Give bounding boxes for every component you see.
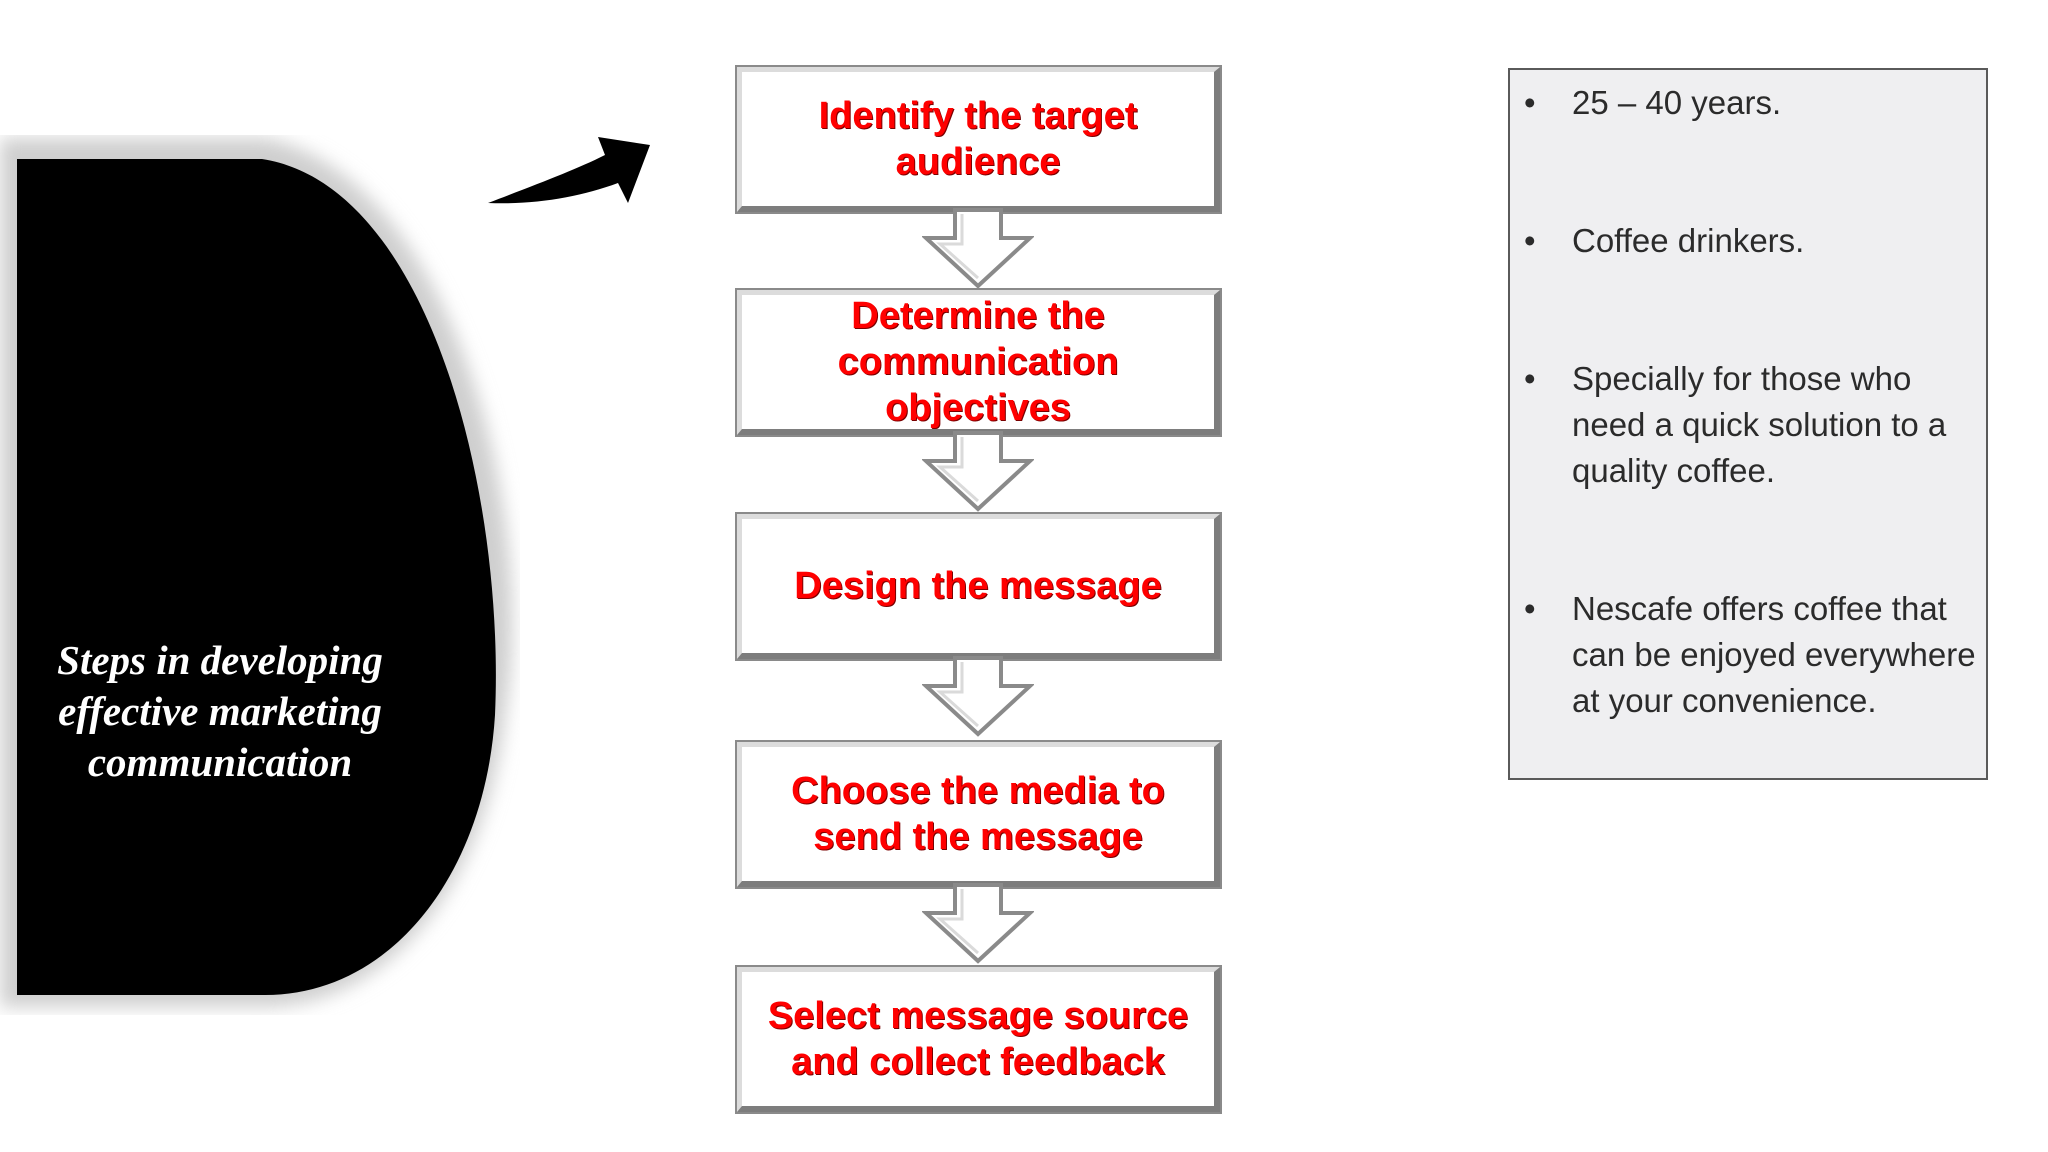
step-select-source-feedback: Select message source and collect feedba…: [735, 965, 1222, 1114]
bullet-text: Specially for those who need a quick sol…: [1572, 360, 1947, 489]
bullet-text: 25 – 40 years.: [1572, 84, 1782, 121]
bullet-text: Coffee drinkers.: [1572, 222, 1805, 259]
title-shape: Steps in developing effective marketing …: [0, 135, 520, 1015]
step-label: Identify the target audience: [818, 95, 1138, 183]
down-arrow-icon: [922, 656, 1034, 737]
step-design-message: Design the message: [735, 512, 1222, 661]
title-text: Steps in developing effective marketing …: [57, 637, 383, 785]
bullet-icon: •: [1524, 84, 1536, 121]
down-arrow-icon: [922, 883, 1034, 964]
step-choose-media: Choose the media to send the message: [735, 740, 1222, 889]
bullet-text: Nescafe offers coffee that can be enjoye…: [1572, 590, 1976, 719]
down-arrow-icon: [922, 431, 1034, 512]
bullet-icon: •: [1524, 360, 1536, 397]
title-shape-graphic: [0, 138, 513, 1007]
step-label: Select message source and collect feedba…: [767, 995, 1189, 1083]
step-determine-objectives: Determine the communication objectives: [735, 288, 1222, 437]
down-arrow-icon: [922, 208, 1034, 289]
bullet-icon: •: [1524, 590, 1536, 627]
step-label: Choose the media to send the message: [791, 770, 1165, 858]
step-identify-target-audience: Identify the target audience: [735, 65, 1222, 214]
bullet-icon: •: [1524, 222, 1536, 259]
curved-arrow-icon: [488, 137, 650, 204]
step-label: Determine the communication objectives: [837, 295, 1119, 429]
target-audience-info-box: • 25 – 40 years. • Coffee drinkers. • Sp…: [1508, 68, 1988, 780]
step-label: Design the message: [794, 565, 1162, 607]
